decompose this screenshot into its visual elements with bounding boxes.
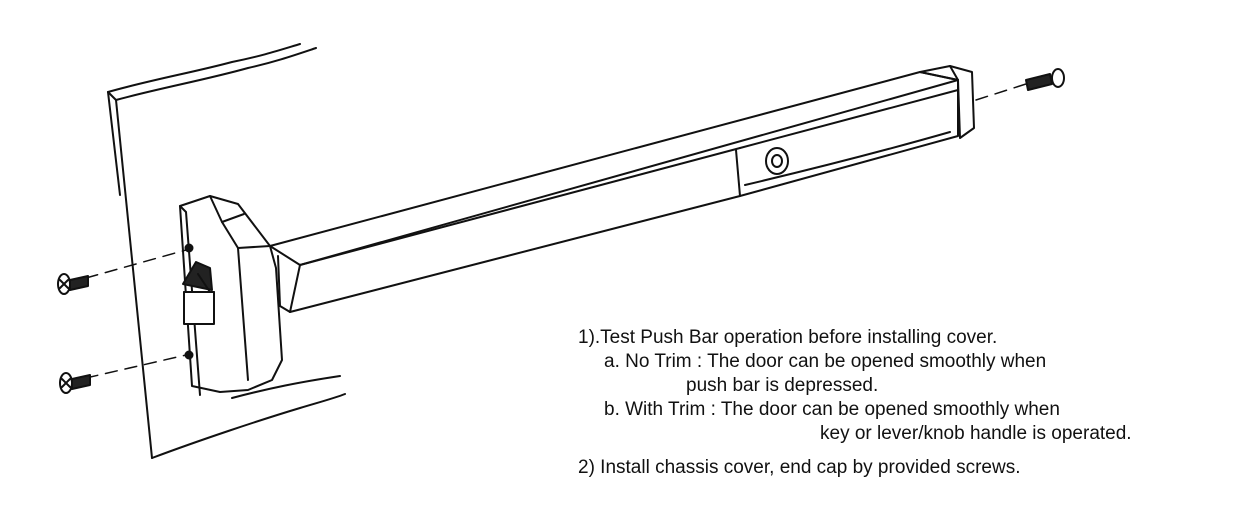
step-2-text: 2) Install chassis cover, end cap by pro…	[578, 457, 1021, 478]
end-cap	[919, 65, 975, 139]
latch-bolt	[182, 261, 215, 325]
step-1a-continuation: push bar is depressed.	[686, 375, 879, 396]
step-1a-text: a. No Trim : The door can be opened smoo…	[604, 351, 1047, 372]
installation-instructions: 1).Test Push Bar operation before instal…	[578, 326, 1238, 480]
chassis-head	[179, 195, 283, 396]
step-1b-text: b. With Trim : The door can be opened sm…	[604, 399, 1060, 420]
push-bar	[269, 71, 959, 313]
cylinder	[765, 147, 789, 175]
door-edge	[107, 43, 346, 459]
step-1-text: 1).Test Push Bar operation before instal…	[578, 327, 998, 348]
step-1b-continuation: key or lever/knob handle is operated.	[820, 423, 1132, 444]
chassis-cover	[739, 89, 959, 186]
mounting-screw-bottom	[59, 372, 91, 394]
end-cap-screw	[1025, 68, 1065, 91]
guide-lines	[85, 83, 1027, 379]
mounting-screw-top	[57, 273, 89, 295]
